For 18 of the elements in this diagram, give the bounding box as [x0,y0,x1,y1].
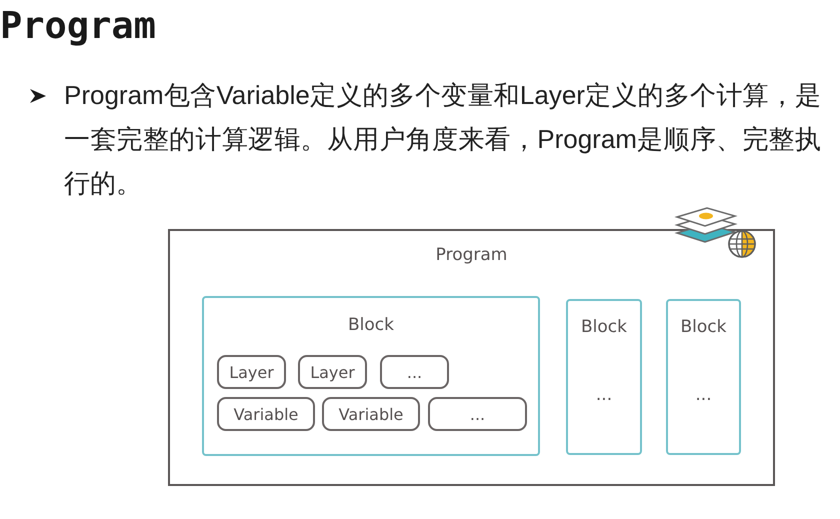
box-heading: Block [680,317,726,337]
ellipsis-text: ... [596,385,612,405]
block-box [566,299,642,455]
layer-box: Layer [298,355,367,389]
box-heading: Block [348,315,394,335]
layer-box: Layer [217,355,286,389]
variable-box: Variable [217,397,315,431]
ellipsis-text: ... [695,385,712,405]
bullet-text: Program包含Variable定义的多个变量和Layer定义的多个计算，是一套完整的计算逻辑。从用户角度来看，Program是顺序、完整执行的。 [64,79,821,200]
block-box [202,296,540,456]
program-box [168,229,775,486]
ellipsis-box: ... [428,397,527,431]
box-heading: Block [581,317,627,337]
page-title: Program [0,4,156,48]
ellipsis-box: ... [380,355,449,389]
block-box [666,299,741,455]
variable-box: Variable [322,397,420,431]
box-heading: Program [436,245,508,265]
